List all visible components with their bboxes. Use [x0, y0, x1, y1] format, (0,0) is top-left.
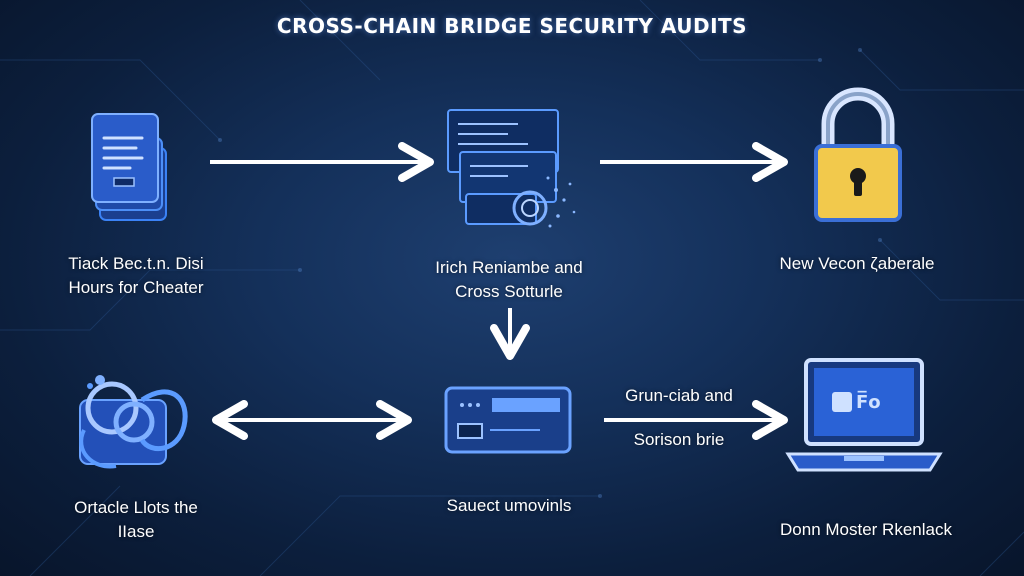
label-line: Donn Moster Rkenlack — [780, 520, 952, 539]
label-line: Irich Reniambe and — [435, 258, 583, 277]
label-line: Tiack Bec.t.n. Disi — [68, 254, 204, 273]
card-icon — [444, 386, 572, 454]
label-line: Cross Sotturle — [455, 282, 563, 301]
laptop-screen-text: F̅o — [856, 392, 881, 413]
node-label-card: Sauect umovinls — [404, 494, 614, 518]
document-stack-icon — [91, 113, 167, 221]
label-line: Sauect umovinls — [446, 496, 572, 515]
node-label-lock: New Vecon ζaberale — [752, 252, 962, 276]
diagram-title: CROSS-CHAIN BRIDGE SECURITY AUDITS — [276, 14, 748, 38]
edge-label-card-to-laptop-top: Grun-ciab and — [625, 386, 733, 405]
oracle-chain-icon — [79, 375, 188, 469]
label-line: Hours for Cheater — [68, 278, 204, 297]
label-line: New Vecon ζaberale — [779, 254, 935, 273]
node-label-laptop: Donn Moster Rkenlack — [756, 518, 976, 542]
code-scan-icon — [447, 109, 576, 228]
node-label-documents: Tiack Bec.t.n. Disi Hours for Cheater — [36, 252, 236, 300]
label-line: IIase — [117, 522, 155, 541]
laptop-icon: F̅o — [784, 356, 944, 472]
node-label-code-scan: Irich Reniambe and Cross Sotturle — [404, 256, 614, 304]
node-label-oracle: Ortacle Llots the IIase — [36, 496, 236, 544]
edge-label-card-to-laptop-bottom: Sorison brie — [633, 430, 725, 449]
label-line: Ortacle Llots the — [74, 498, 198, 517]
padlock-icon — [814, 87, 902, 222]
